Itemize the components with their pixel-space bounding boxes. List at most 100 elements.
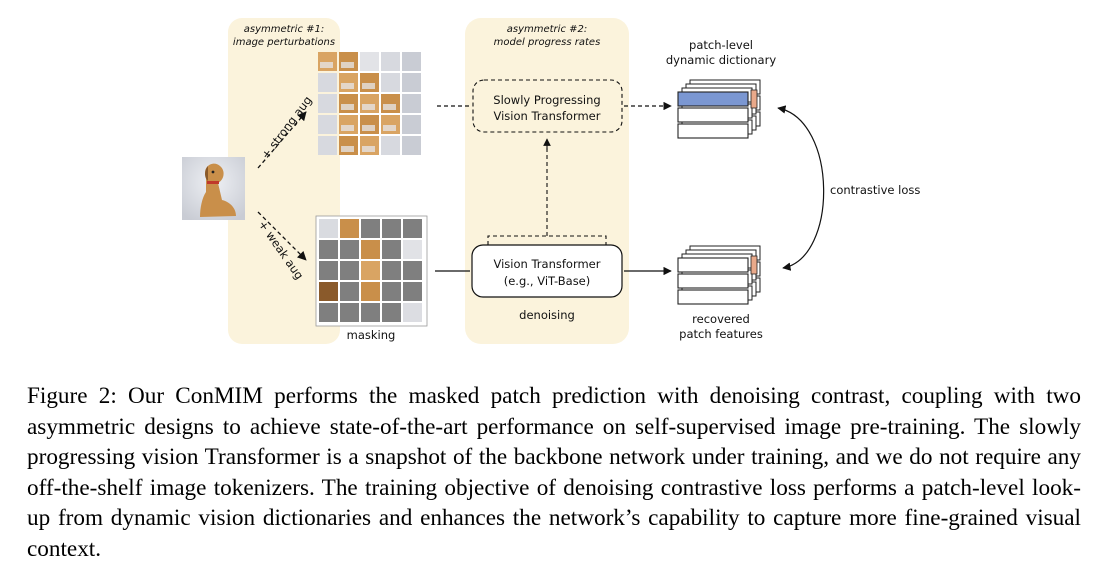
masked-patch bbox=[340, 240, 359, 259]
strong-aug-patch bbox=[381, 94, 400, 113]
strong-aug-patch bbox=[381, 52, 400, 71]
strong-aug-patch-detail bbox=[341, 125, 354, 131]
strong-aug-patch-detail bbox=[341, 62, 354, 68]
strong-aug-patch bbox=[360, 73, 379, 92]
masked-patch bbox=[382, 282, 401, 301]
masked-patch bbox=[382, 303, 401, 322]
strong-aug-patch-detail bbox=[362, 83, 375, 89]
visible-patch bbox=[403, 240, 422, 259]
vit-label-line1: Vision Transformer bbox=[494, 257, 601, 271]
stack-front-layer bbox=[677, 107, 749, 123]
strong-aug-patch bbox=[318, 73, 337, 92]
recovered-features-stack bbox=[677, 245, 761, 305]
strong-aug-patch-detail bbox=[362, 146, 375, 152]
masked-patch bbox=[403, 219, 422, 238]
strong-aug-patch bbox=[381, 73, 400, 92]
masked-patch bbox=[403, 282, 422, 301]
recovered-label-line1: recovered bbox=[692, 312, 750, 326]
caption-label: Figure 2: bbox=[27, 383, 117, 409]
source-dog-image bbox=[182, 157, 245, 220]
panel2-label-line2: model progress rates bbox=[494, 37, 601, 48]
strong-aug-patch bbox=[381, 136, 400, 155]
vit-label-line2: (e.g., ViT-Base) bbox=[504, 274, 591, 288]
masked-patch bbox=[340, 303, 359, 322]
contrastive-loss-arc bbox=[777, 105, 825, 271]
slow-transformer-box bbox=[472, 79, 623, 133]
slow-transformer-label-line1: Slowly Progressing bbox=[493, 93, 600, 107]
strong-aug-patch bbox=[402, 73, 421, 92]
strong-aug-patch bbox=[360, 52, 379, 71]
masked-patch bbox=[319, 303, 338, 322]
panel1-label-line1: asymmetric #1: bbox=[244, 24, 325, 35]
strong-aug-patch-grid bbox=[318, 52, 421, 155]
masked-patch-grid bbox=[319, 219, 422, 322]
strong-aug-patch-detail bbox=[362, 125, 375, 131]
visible-patch bbox=[361, 240, 380, 259]
strong-aug-patch bbox=[339, 52, 358, 71]
stack-side-highlight bbox=[750, 89, 758, 109]
masked-patch bbox=[340, 261, 359, 280]
strong-aug-patch-detail bbox=[341, 83, 354, 89]
strong-aug-patch-detail bbox=[383, 125, 396, 131]
masked-patch bbox=[361, 219, 380, 238]
visible-patch bbox=[340, 219, 359, 238]
strong-aug-patch bbox=[402, 136, 421, 155]
weak-aug-arrow bbox=[257, 211, 307, 261]
caption-text: Our ConMIM performs the masked patch pre… bbox=[27, 383, 1082, 562]
strong-aug-patch-detail bbox=[383, 104, 396, 110]
visible-patch bbox=[361, 261, 380, 280]
strong-aug-patch bbox=[318, 136, 337, 155]
visible-patch bbox=[403, 303, 422, 322]
strong-aug-patch-detail bbox=[341, 104, 354, 110]
strong-aug-patch bbox=[318, 52, 337, 71]
masked-patch bbox=[319, 261, 338, 280]
strong-aug-patch bbox=[339, 115, 358, 134]
dynamic-dictionary-stack bbox=[677, 79, 761, 139]
figure-caption: Figure 2: Our ConMIM performs the masked… bbox=[27, 381, 1081, 564]
panel2-label-line1: asymmetric #2: bbox=[507, 24, 588, 35]
dictionary-label-line1: patch-level bbox=[689, 38, 753, 52]
strong-aug-patch bbox=[402, 52, 421, 71]
visible-patch bbox=[361, 282, 380, 301]
visible-patch bbox=[319, 219, 338, 238]
stack-side-highlight bbox=[750, 255, 758, 275]
strong-aug-patch bbox=[360, 94, 379, 113]
strong-aug-arrow bbox=[257, 111, 307, 169]
masked-patch bbox=[340, 282, 359, 301]
strong-aug-patch-detail bbox=[320, 62, 333, 68]
contrastive-loss-label: contrastive loss bbox=[830, 183, 920, 197]
denoising-label: denoising bbox=[519, 308, 575, 322]
stack-front-layer bbox=[677, 273, 749, 289]
strong-aug-patch bbox=[360, 136, 379, 155]
vit-box bbox=[471, 244, 623, 298]
masked-patch bbox=[382, 219, 401, 238]
masked-patch bbox=[319, 240, 338, 259]
dictionary-label-line2: dynamic dictionary bbox=[666, 53, 776, 67]
strong-aug-patch-detail bbox=[341, 146, 354, 152]
strong-aug-patch bbox=[339, 94, 358, 113]
strong-aug-patch bbox=[402, 94, 421, 113]
masked-patch bbox=[382, 261, 401, 280]
strong-aug-patch-detail bbox=[362, 104, 375, 110]
strong-aug-patch bbox=[381, 115, 400, 134]
recovered-label-line2: patch features bbox=[679, 327, 763, 341]
stack-front-layer bbox=[677, 91, 749, 107]
strong-aug-patch bbox=[339, 136, 358, 155]
masked-patch bbox=[382, 240, 401, 259]
strong-aug-patch bbox=[360, 115, 379, 134]
strong-aug-patch bbox=[402, 115, 421, 134]
strong-aug-patch bbox=[339, 73, 358, 92]
strong-aug-patch bbox=[318, 94, 337, 113]
stack-front-layer bbox=[677, 289, 749, 305]
masking-label: masking bbox=[347, 328, 396, 342]
panel1-label-line2: image perturbations bbox=[233, 37, 335, 48]
slow-transformer-label-line2: Vision Transformer bbox=[494, 109, 601, 123]
strong-aug-patch bbox=[318, 115, 337, 134]
momentum-update-arrow bbox=[487, 140, 607, 245]
panel-image-perturbations bbox=[228, 18, 340, 344]
masked-patch bbox=[361, 303, 380, 322]
stack-front-layer bbox=[677, 123, 749, 139]
stack-front-layer bbox=[677, 257, 749, 273]
visible-patch bbox=[319, 282, 338, 301]
